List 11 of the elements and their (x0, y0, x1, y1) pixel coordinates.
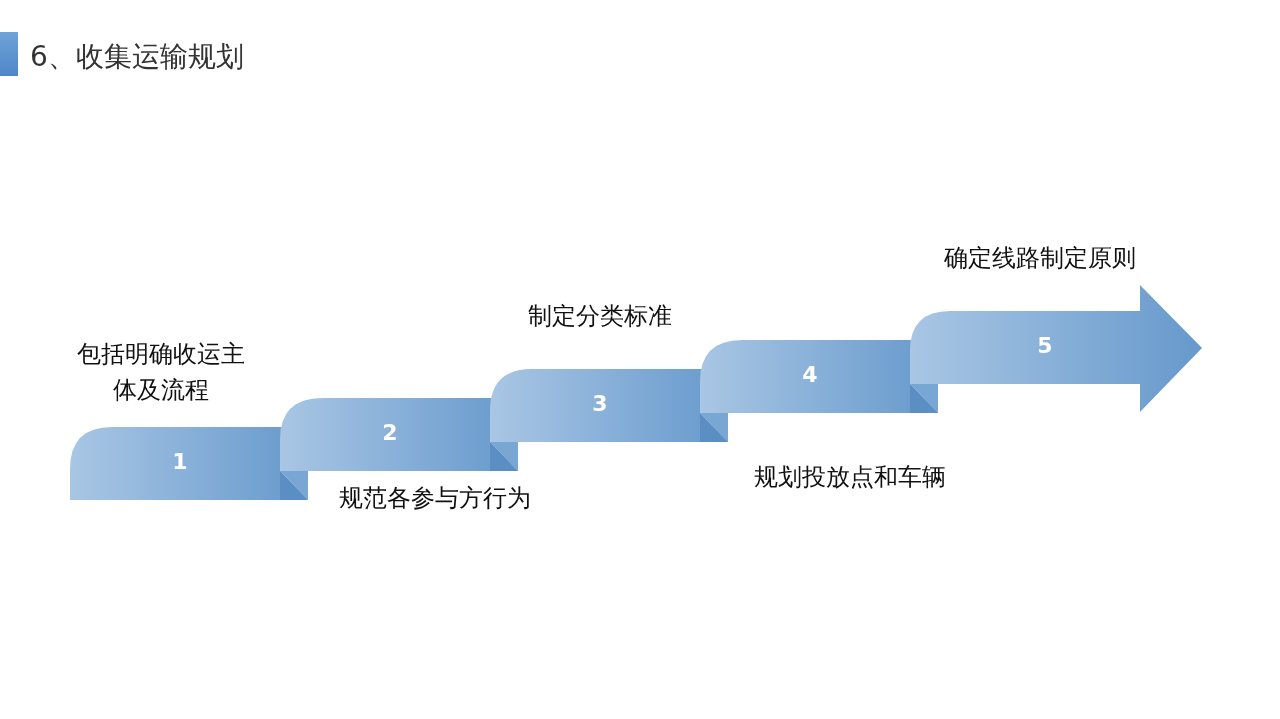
step-caption: 制定分类标准 (527, 301, 673, 332)
step-number: 2 (381, 420, 399, 445)
slide-title: 6、收集运输规划 (30, 39, 244, 75)
step-caption: 规划投放点和车辆 (753, 462, 947, 493)
step-caption: 规范各参与方行为 (338, 483, 532, 514)
step-number: 4 (801, 362, 819, 387)
step-caption: 包括明确收运主体及流程 (75, 339, 246, 406)
step-caption: 确定线路制定原则 (943, 243, 1137, 274)
step-number: 3 (591, 391, 609, 416)
step-number: 5 (1036, 333, 1054, 358)
step-number: 1 (171, 449, 189, 474)
